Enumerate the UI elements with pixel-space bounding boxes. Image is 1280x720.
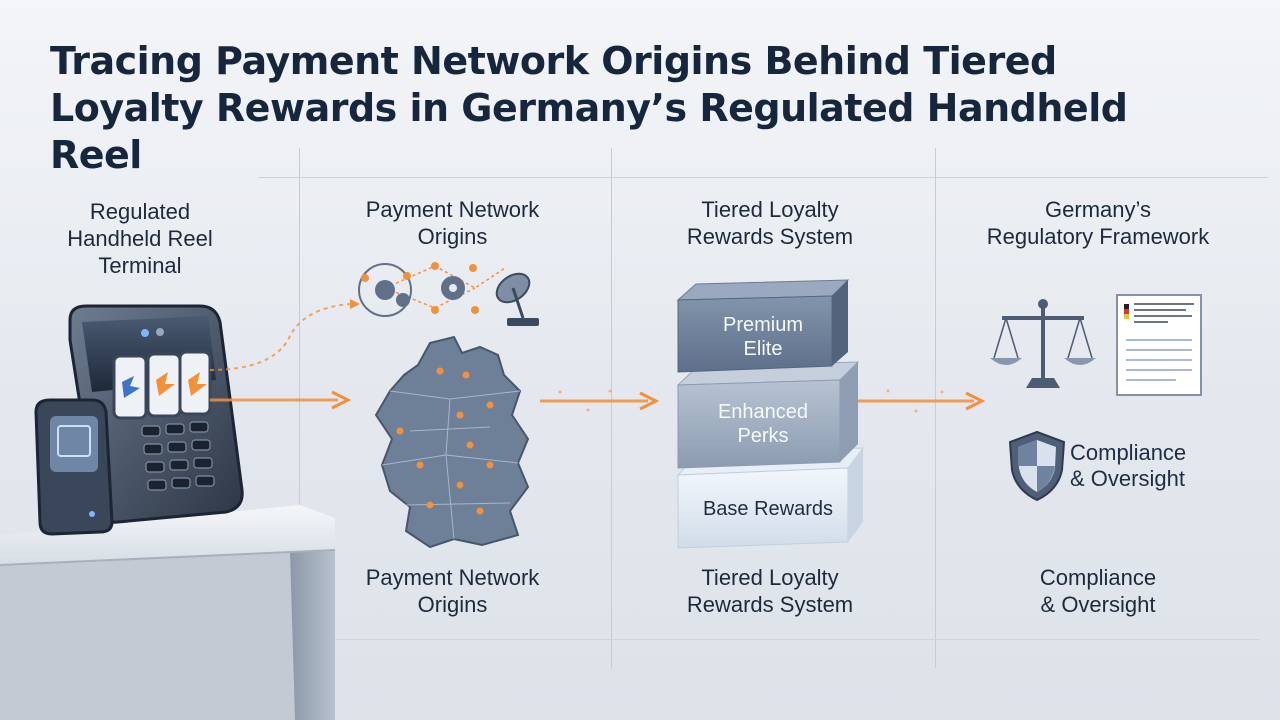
shield-icon — [1008, 430, 1066, 502]
loyalty-system-label: Tiered Loyalty Rewards System — [686, 197, 854, 249]
gear-network-icon — [358, 262, 539, 326]
column-divider-2 — [611, 148, 612, 668]
network-origins-label: Payment Network Origins — [365, 197, 540, 249]
flow-arrow-2 — [540, 389, 660, 412]
compliance-badge-label: Compliance & Oversight — [1070, 440, 1187, 491]
terminal-label: Regulated Handheld Reel Terminal — [67, 199, 213, 278]
scales-icon — [990, 299, 1096, 388]
counter-surface — [0, 505, 336, 720]
title-line-1: Tracing Payment Network Origins Behind T… — [50, 39, 1057, 83]
regulatory-framework-label: Germany’s Regulatory Framework — [986, 197, 1210, 249]
loyalty-system-caption: Tiered Loyalty Rewards System — [686, 565, 854, 617]
network-origins-caption: Payment Network Origins — [365, 565, 540, 617]
top-divider — [258, 177, 1268, 178]
flow-arrow-3 — [858, 389, 986, 413]
slot-reels-icon — [112, 350, 212, 420]
page-title: Tracing Payment Network Origins Behind T… — [50, 38, 1230, 179]
column-divider-3 — [935, 148, 936, 668]
flow-arrow-1 — [209, 299, 360, 410]
terminal-icon — [34, 304, 244, 536]
tier-base-label: Base Rewards — [702, 498, 834, 520]
bottom-divider — [299, 639, 1259, 640]
satellite-dish-icon — [495, 272, 539, 326]
tier-enhanced-label: Enhanced Perks — [717, 401, 809, 447]
column-divider-1 — [299, 148, 300, 628]
tier-stack — [676, 279, 865, 549]
title-line-2: Loyalty Rewards in Germany’s Regulated H… — [50, 86, 1128, 177]
document-icon — [1116, 294, 1202, 396]
compliance-caption: Compliance & Oversight — [1039, 565, 1157, 617]
germany-map-icon — [374, 335, 530, 549]
tier-premium-label: Premium Elite — [722, 314, 803, 360]
